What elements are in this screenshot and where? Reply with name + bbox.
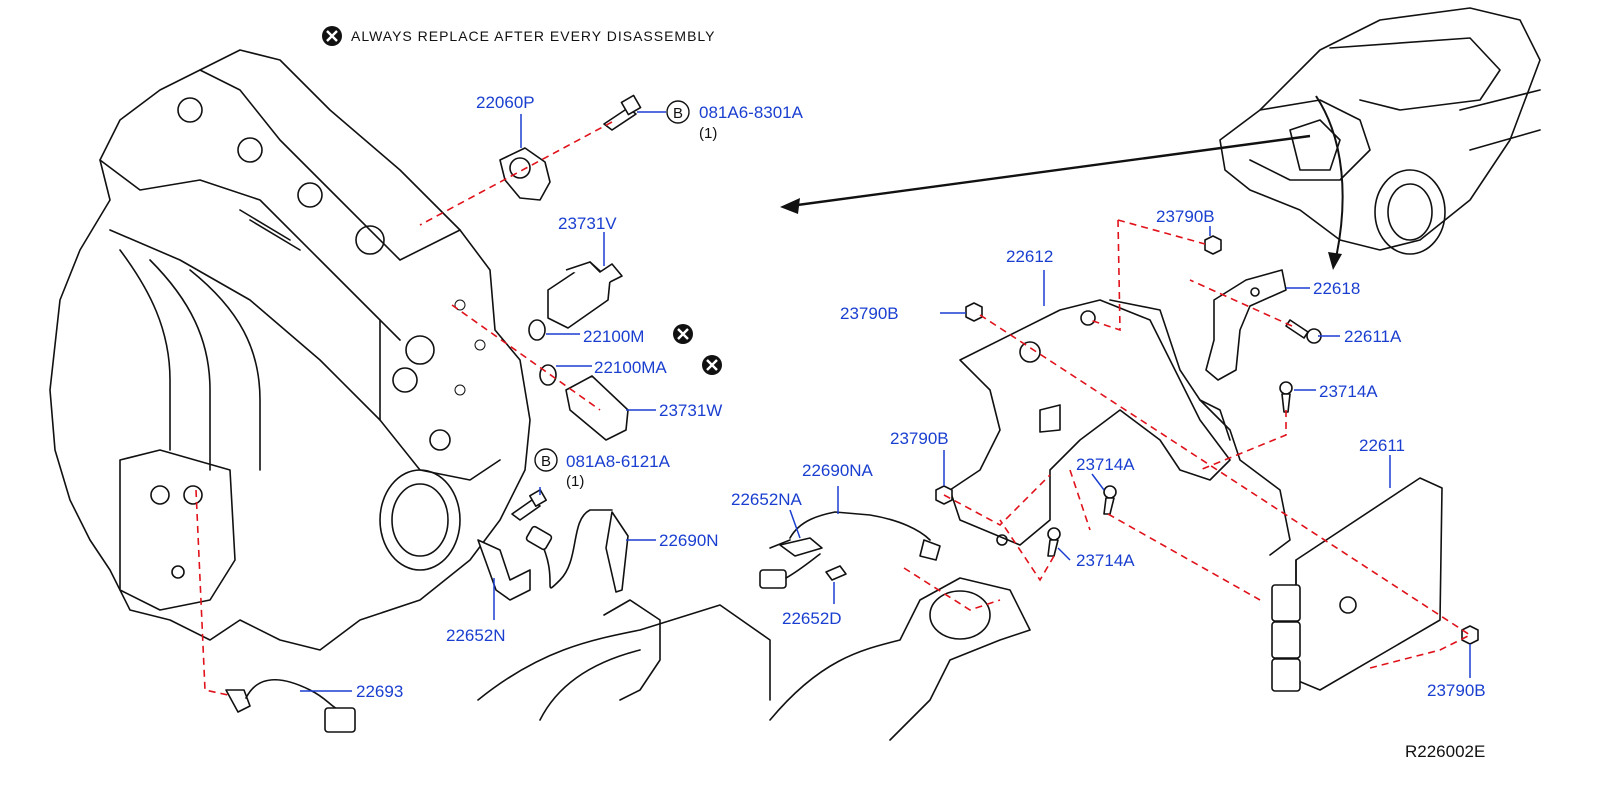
- bracket-22618: [1205, 269, 1287, 381]
- x-circle-icon: [322, 26, 342, 46]
- ecm-bracket-support: [1109, 299, 1291, 556]
- callout-22060P: 22060P: [476, 93, 535, 112]
- callout-22100M: 22100M: [583, 327, 644, 346]
- callout-081A6-qty: (1): [699, 125, 717, 142]
- diagram-reference: R226002E: [1405, 742, 1485, 761]
- x-circle-icon: [673, 324, 693, 344]
- o-ring-22100MA: [539, 364, 557, 386]
- legend: ALWAYS REPLACE AFTER EVERY DISASSEMBLY: [322, 26, 716, 46]
- callout-081A8-6121A: 081A8-6121A: [566, 452, 671, 471]
- callout-23790B-mid: 23790B: [890, 429, 949, 448]
- nut-23790B-left: [965, 302, 983, 322]
- callout-22100MA: 22100MA: [594, 358, 667, 377]
- marker-b-icon: B: [534, 448, 558, 472]
- bolt-081A6: [603, 94, 642, 131]
- callout-23714A-top: 23714A: [1319, 382, 1378, 401]
- oxygen-sensor-22693: [225, 678, 356, 733]
- bolt-23714A-low: [1047, 527, 1061, 557]
- locator-arrows: [780, 95, 1344, 270]
- bolt-081A8: [511, 489, 547, 521]
- callout-22690NA: 22690NA: [802, 461, 874, 480]
- callout-23790B-right: 23790B: [1427, 681, 1486, 700]
- callout-labels: 22060P B 081A6-8301A (1) 23731V 22100M 2…: [356, 93, 1486, 701]
- assembly-lines: [195, 121, 1472, 696]
- oxygen-sensor-22690NA: [769, 511, 941, 561]
- callout-22652N: 22652N: [446, 626, 506, 645]
- callout-22693: 22693: [356, 682, 403, 701]
- oxygen-sensor-22690N: [525, 509, 629, 593]
- callout-081A6-8301A: 081A6-8301A: [699, 103, 804, 122]
- o-ring-22100M: [528, 319, 546, 341]
- exhaust-pipe-left: [477, 599, 771, 721]
- ecm-unit-22611: [1271, 477, 1443, 692]
- callout-22690N: 22690N: [659, 531, 719, 550]
- callout-leaders: [300, 111, 1471, 692]
- callout-22612: 22612: [1006, 247, 1053, 266]
- callout-23790B-left: 23790B: [840, 304, 899, 323]
- marker-b-label: B: [673, 105, 683, 122]
- bolt-23714A-mid: [1103, 485, 1117, 515]
- callout-23790B-top: 23790B: [1156, 207, 1215, 226]
- bolt-22611A: [1285, 319, 1322, 344]
- position-sensor-23731V: [547, 261, 623, 329]
- callout-22611: 22611: [1359, 436, 1405, 455]
- catalytic-converter: [769, 577, 1031, 741]
- callout-23714A-mid: 23714A: [1076, 455, 1135, 474]
- vehicle-locator-illustration: [1219, 7, 1541, 255]
- marker-b-icon: B: [666, 100, 690, 124]
- marker-b-label: B: [541, 453, 551, 470]
- callout-22611A: 22611A: [1344, 327, 1402, 346]
- engine-illustration: [49, 49, 531, 651]
- nut-23790B-top: [1204, 235, 1222, 255]
- bolt-23714A-top: [1279, 381, 1293, 413]
- callout-23731V: 23731V: [558, 214, 617, 233]
- legend-text: ALWAYS REPLACE AFTER EVERY DISASSEMBLY: [351, 28, 716, 44]
- callout-23714A-low: 23714A: [1076, 551, 1135, 570]
- x-circle-icon: [702, 355, 722, 375]
- callout-22618: 22618: [1313, 279, 1360, 298]
- bracket-22652N: [477, 539, 531, 601]
- callout-22652D: 22652D: [782, 609, 842, 628]
- knock-sensor: [499, 147, 551, 201]
- ecm-bracket-22612: [949, 299, 1231, 546]
- callout-23731W: 23731W: [659, 401, 722, 420]
- position-sensor-23731W: [565, 375, 629, 441]
- callout-22652NA: 22652NA: [731, 490, 803, 509]
- callout-081A8-qty: (1): [566, 473, 584, 490]
- nut-23790B-right: [1461, 625, 1479, 645]
- connector-22652D: [759, 553, 847, 589]
